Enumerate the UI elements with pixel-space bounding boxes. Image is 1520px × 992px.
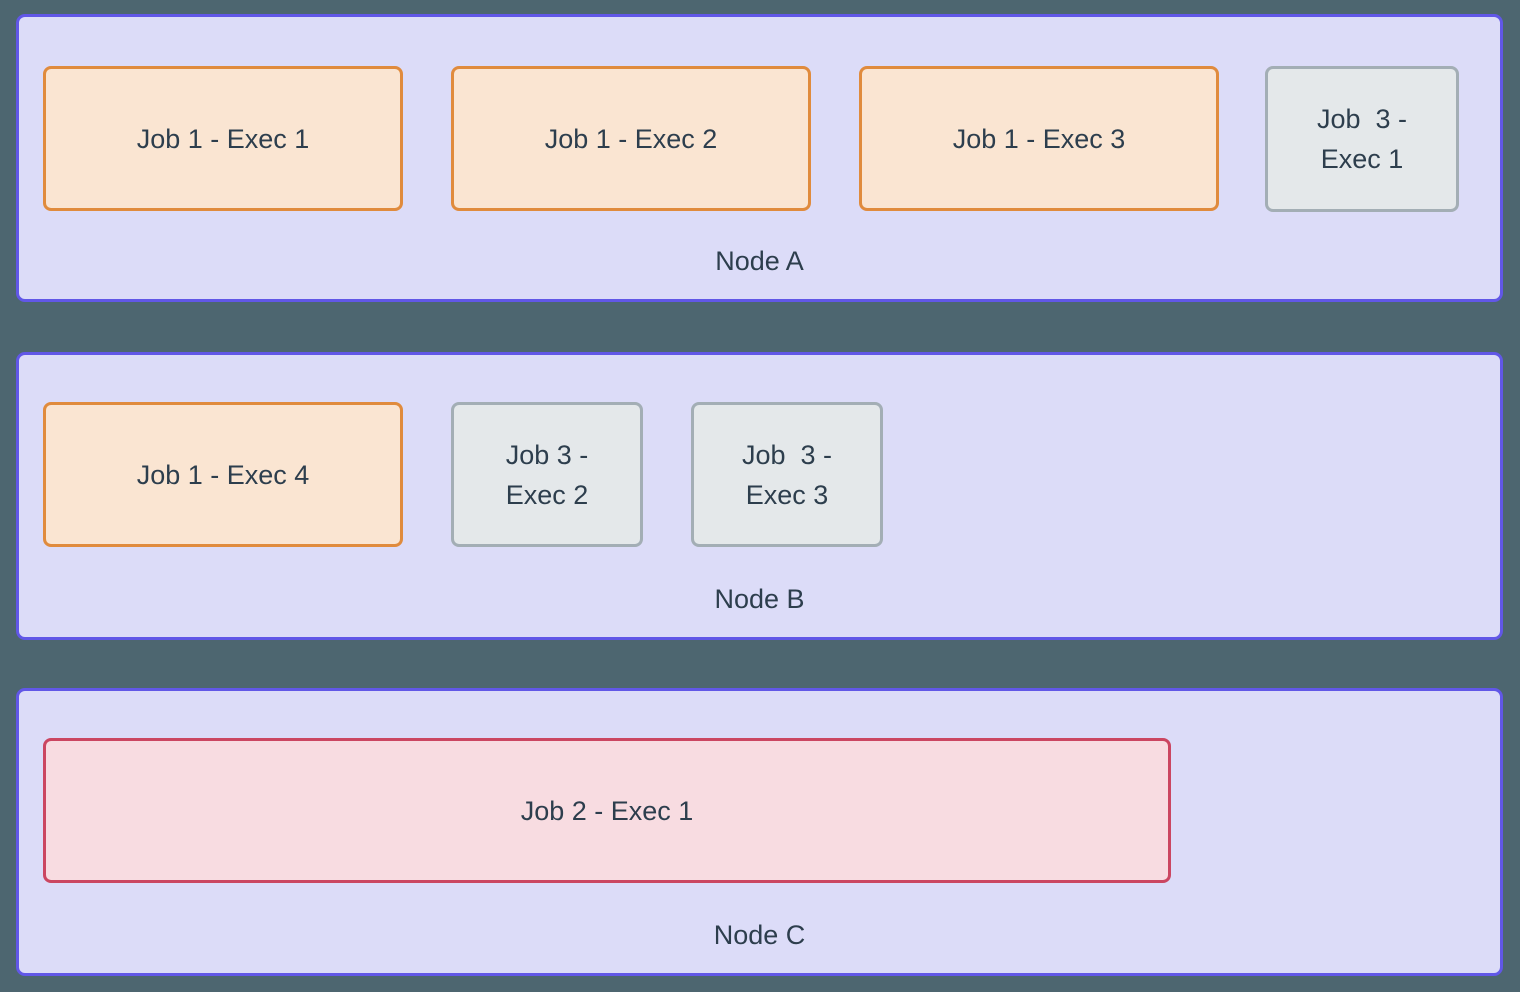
- executor-label: Job 2 - Exec 1: [520, 795, 694, 826]
- executor-label: Job 1 - Exec 2: [544, 123, 718, 154]
- executor-box-job3-exec1: Job 3 - Exec 1: [1265, 66, 1459, 212]
- node-b-label: Node B: [714, 584, 805, 614]
- executor-label: Job 3 - Exec 2: [505, 439, 589, 510]
- node-c-container: Job 2 - Exec 1 Node C: [16, 688, 1503, 976]
- executor-box-job1-exec2: Job 1 - Exec 2: [451, 66, 811, 211]
- executor-box-job1-exec3: Job 1 - Exec 3: [859, 66, 1219, 211]
- executor-label: Job 3 - Exec 1: [1316, 104, 1408, 174]
- node-c-label: Node C: [713, 920, 806, 950]
- node-b-container: Job 1 - Exec 4 Job 3 - Exec 2 Job 3 - Ex…: [16, 352, 1503, 640]
- executor-label: Job 3 - Exec 3: [741, 439, 833, 510]
- executor-label: Job 1 - Exec 1: [136, 123, 310, 154]
- executor-box-job1-exec4: Job 1 - Exec 4: [43, 402, 403, 547]
- executor-label: Job 1 - Exec 4: [136, 459, 310, 490]
- executor-box-job2-exec1: Job 2 - Exec 1: [43, 738, 1171, 883]
- node-a-container: Job 1 - Exec 1 Job 1 - Exec 2 Job 1 - Ex…: [16, 14, 1503, 302]
- executor-box-job3-exec3: Job 3 - Exec 3: [691, 402, 883, 547]
- executor-box-job3-exec2: Job 3 - Exec 2: [451, 402, 643, 547]
- executor-box-job1-exec1: Job 1 - Exec 1: [43, 66, 403, 211]
- executor-label: Job 1 - Exec 3: [952, 123, 1126, 154]
- node-a-label: Node A: [715, 246, 804, 276]
